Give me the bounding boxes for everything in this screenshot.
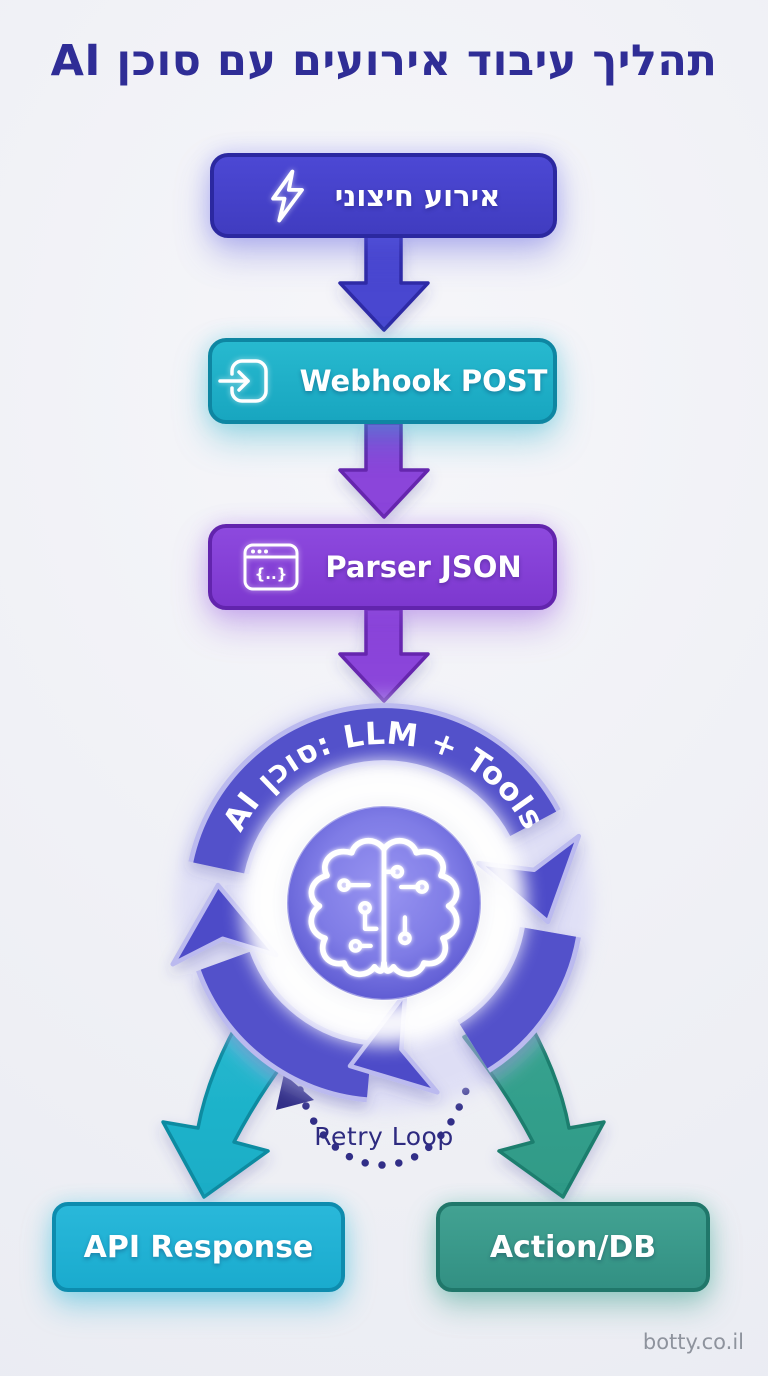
code-braces-glyph: {..} xyxy=(255,565,288,583)
node-external-event: אירוע חיצוני xyxy=(210,153,557,238)
node-api-response: API Response xyxy=(52,1202,345,1292)
node-parser-json-label: Parser JSON xyxy=(325,550,522,584)
agent-loop-ring xyxy=(170,695,592,1111)
node-parser-json: {..} Parser JSON xyxy=(208,524,557,610)
node-webhook-post-label: Webhook POST xyxy=(299,364,548,398)
node-external-event-label: אירוע חיצוני xyxy=(334,178,501,213)
code-window-icon: {..} xyxy=(243,543,299,591)
node-api-response-label: API Response xyxy=(83,1229,314,1265)
node-webhook-post: Webhook POST xyxy=(208,338,557,424)
brain-circuit-icon xyxy=(308,838,460,978)
node-action-db-label: Action/DB xyxy=(489,1229,657,1265)
arrow-parser-to-agent xyxy=(338,607,430,703)
lightning-icon xyxy=(270,169,304,222)
badge-glow xyxy=(242,761,526,1045)
watermark: botty.co.il xyxy=(642,1330,744,1354)
arrow-webhook-to-parser xyxy=(338,421,430,519)
node-action-db: Action/DB xyxy=(436,1202,710,1292)
login-icon xyxy=(217,359,268,403)
page-title: תהליך עיבוד אירועים עם סוכן AI xyxy=(50,36,718,86)
retry-loop-label: Retry Loop xyxy=(314,1122,454,1151)
arrow-external-to-webhook xyxy=(338,231,430,332)
